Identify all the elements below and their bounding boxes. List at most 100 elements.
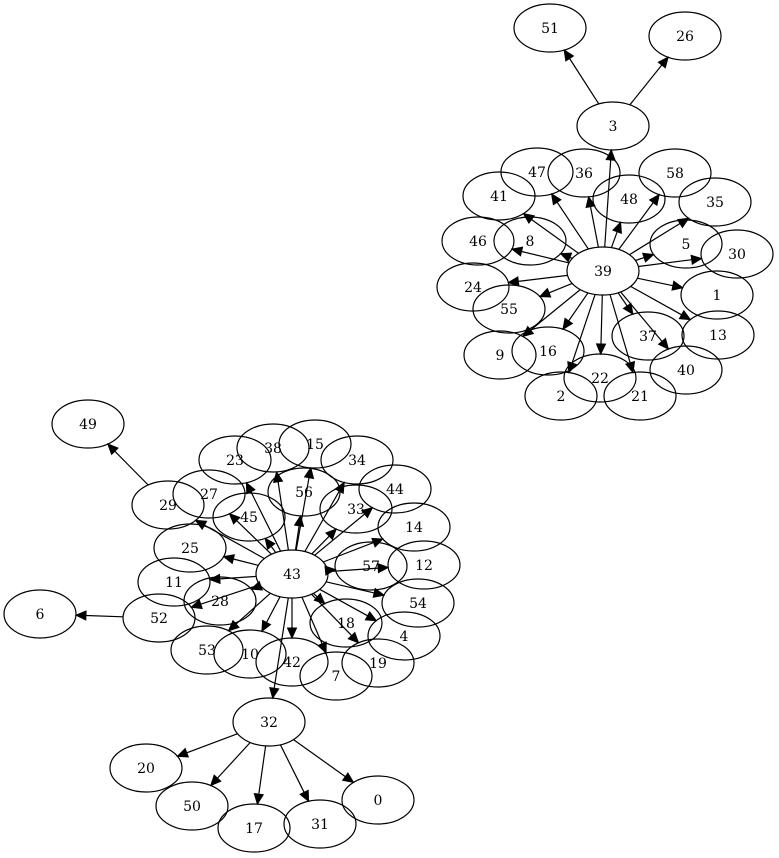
edge-line [311, 593, 353, 637]
arrowhead [585, 195, 596, 209]
arrowhead [325, 528, 338, 541]
node-label: 56 [295, 485, 313, 501]
node-ellipse [648, 11, 722, 61]
arrowhead [261, 619, 272, 633]
node-ellipse [309, 598, 383, 648]
node-label: 21 [631, 389, 649, 405]
node-label: 0 [374, 793, 383, 809]
node-label: 32 [260, 715, 278, 731]
node-label: 30 [728, 247, 746, 263]
node-ellipse [603, 371, 677, 421]
node-ellipse [524, 371, 598, 421]
arrowhead [377, 562, 390, 574]
node-label: 44 [386, 482, 404, 498]
arrowhead [299, 789, 310, 803]
node-47: 47 [500, 147, 574, 197]
edge-39-to-48 [610, 221, 622, 248]
edge-43-to-33 [311, 528, 338, 555]
node-ellipse [255, 549, 329, 599]
node-label: 38 [264, 441, 282, 457]
node-label: 2 [557, 389, 566, 405]
node-label: 24 [464, 280, 482, 296]
edge-39-to-40 [620, 291, 670, 351]
node-label: 37 [639, 329, 657, 345]
node-label: 26 [676, 29, 694, 45]
node-ellipse [566, 246, 640, 296]
edge-32-to-0 [293, 739, 355, 784]
node-label: 15 [306, 437, 324, 453]
edges-layer [74, 49, 703, 806]
edge-43-to-56 [293, 514, 305, 551]
node-label: 8 [526, 234, 535, 250]
edge-32-to-31 [279, 744, 310, 803]
edge-line [233, 558, 259, 566]
node-label: 49 [79, 417, 97, 433]
node-ellipse [511, 326, 585, 376]
arrowhead [360, 506, 374, 519]
node-ellipse [513, 3, 587, 53]
arrowhead [245, 481, 256, 495]
node-30: 30 [700, 229, 774, 279]
edge-43-to-42 [286, 598, 298, 640]
node-ellipse [493, 216, 567, 266]
arrowhead [209, 774, 222, 787]
arrowhead [538, 287, 552, 298]
node-ellipse [122, 593, 196, 643]
edge-line [314, 513, 366, 556]
node-ellipse [441, 216, 515, 266]
node-9: 9 [463, 330, 537, 380]
edge-line [265, 596, 281, 623]
node-ellipse [198, 435, 272, 485]
node-ellipse [678, 177, 752, 227]
node-ellipse [358, 464, 432, 514]
arrowhead [562, 317, 574, 331]
node-ellipse [153, 523, 227, 573]
node-53: 53 [170, 625, 244, 675]
edge-43-to-19 [311, 593, 360, 644]
node-ellipse [341, 638, 415, 688]
arrowhead [641, 252, 655, 263]
edge-39-to-41 [522, 212, 579, 254]
edge-39-to-21 [609, 294, 636, 374]
edge-line [600, 294, 603, 345]
edge-line [219, 575, 257, 580]
edge-39-to-5 [635, 252, 655, 263]
node-54: 54 [381, 578, 455, 628]
arrowhead [228, 512, 241, 525]
node-label: 53 [198, 643, 216, 659]
edge-line [236, 520, 272, 555]
node-label: 57 [362, 559, 380, 575]
node-label: 55 [500, 302, 518, 318]
node-51: 51 [513, 3, 587, 53]
node-ellipse [462, 171, 536, 221]
node-label: 3 [609, 119, 618, 135]
node-ellipse [236, 423, 310, 473]
node-27: 27 [172, 469, 246, 519]
edge-line [295, 477, 310, 551]
edge-39-to-8 [559, 252, 573, 263]
edge-line [617, 292, 628, 307]
arrowhead [293, 514, 305, 528]
edge-line [186, 733, 238, 754]
node-label: 22 [591, 371, 609, 387]
node-label: 20 [137, 761, 155, 777]
node-16: 16 [511, 326, 585, 376]
edge-39-to-36 [585, 195, 599, 248]
edge-43-to-45 [264, 537, 277, 553]
node-29: 29 [131, 480, 205, 530]
node-ellipse [463, 330, 537, 380]
node-ellipse [381, 578, 455, 628]
node-ellipse [472, 284, 546, 334]
arrowhead [364, 610, 378, 622]
arrowhead [622, 302, 634, 316]
node-ellipse [3, 589, 77, 639]
node-label: 33 [347, 502, 365, 518]
node-42: 42 [255, 637, 329, 687]
arrowhead [74, 610, 87, 621]
node-label: 5 [682, 237, 691, 253]
edge-39-to-1 [637, 277, 684, 291]
edge-3-to-26 [629, 56, 669, 106]
node-1: 1 [680, 270, 754, 320]
node-ellipse [212, 492, 286, 542]
